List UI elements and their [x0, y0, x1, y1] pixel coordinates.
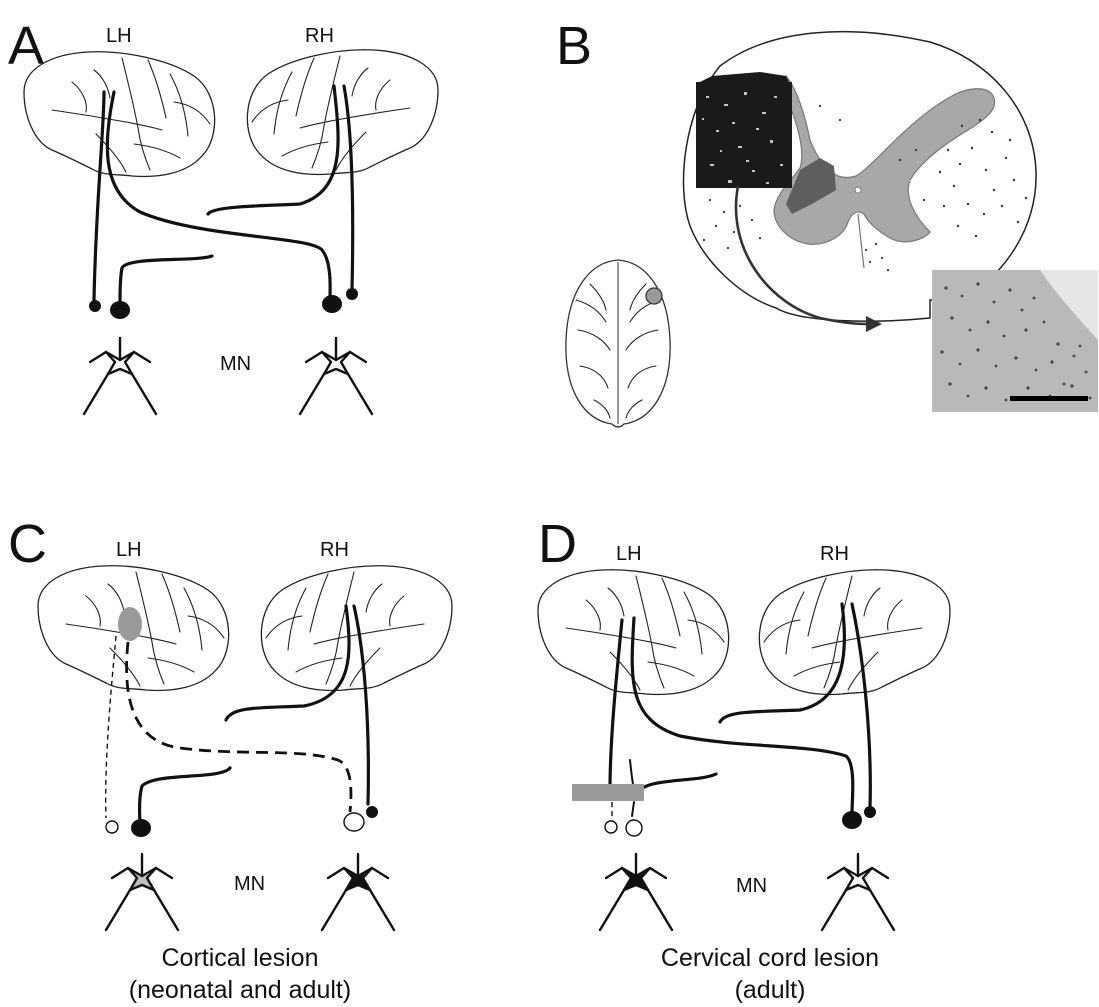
brain-right-hemisphere-icon	[759, 570, 950, 695]
panel-d-caption-line1: Cervical cord lesion	[661, 944, 879, 972]
panel-a-rh-label: RH	[305, 25, 334, 47]
panel-c-lh-label: LH	[116, 539, 142, 561]
degenerated-bouton	[344, 813, 364, 831]
motoneuron-icon	[300, 338, 372, 414]
terminal-bouton	[366, 806, 378, 818]
panel-c: C LH RH MN Cortical lesion (neonatal and…	[8, 514, 452, 1004]
brain-left-hemisphere-icon	[24, 52, 215, 177]
terminal-bouton	[346, 288, 358, 300]
panel-d-mn-label: MN	[736, 875, 767, 897]
panel-d-rh-label: RH	[820, 543, 849, 565]
motoneuron-icon	[600, 854, 672, 930]
degenerated-bouton	[626, 820, 642, 836]
panel-a-lh-label: LH	[106, 25, 132, 47]
panel-b-letter: B	[556, 16, 592, 76]
terminal-bouton	[322, 295, 342, 313]
motoneuron-icon	[822, 854, 894, 930]
rh-crossed-tract-lower	[140, 768, 231, 824]
panel-d-letter: D	[538, 514, 577, 574]
panel-d: D LH RH MN Cervical cord lesion (adult)	[538, 514, 950, 1004]
motoneuron-icon	[322, 854, 394, 930]
cervical-lesion-bar	[572, 784, 644, 801]
injection-site	[646, 288, 662, 304]
panel-c-rh-label: RH	[320, 539, 349, 561]
labeled-terminals-dense	[696, 72, 792, 188]
cortical-lesion	[118, 607, 142, 641]
degenerated-bouton	[106, 821, 118, 833]
sprouting-fiber	[632, 802, 634, 816]
panel-b: B	[556, 16, 1098, 427]
rh-crossed-tract-lower	[120, 256, 212, 302]
terminal-bouton	[110, 301, 130, 319]
terminal-bouton	[864, 806, 876, 818]
panel-c-caption-line1: Cortical lesion	[161, 944, 318, 972]
terminal-bouton	[89, 300, 101, 312]
motoneuron-icon	[84, 338, 156, 414]
brain-right-hemisphere-icon	[247, 50, 438, 175]
terminal-bouton	[842, 811, 862, 829]
panel-c-mn-label: MN	[234, 873, 265, 895]
panel-d-caption-line2: (adult)	[735, 976, 806, 1004]
panel-c-letter: C	[8, 514, 47, 574]
motoneuron-icon	[106, 854, 178, 930]
central-canal	[855, 187, 861, 193]
terminal-bouton	[131, 819, 151, 837]
panel-a: A LH RH MN	[8, 16, 438, 414]
brain-right-hemisphere-icon	[261, 566, 452, 691]
panel-c-caption-line2: (neonatal and adult)	[129, 976, 351, 1004]
scale-bar	[1010, 396, 1088, 401]
degenerated-bouton	[605, 821, 617, 833]
panel-d-lh-label: LH	[616, 543, 642, 565]
panel-a-mn-label: MN	[220, 353, 251, 375]
rh-crossed-tract-lower	[640, 774, 716, 790]
micrograph-image	[932, 270, 1098, 412]
brain-dorsal-view-icon	[566, 260, 670, 427]
